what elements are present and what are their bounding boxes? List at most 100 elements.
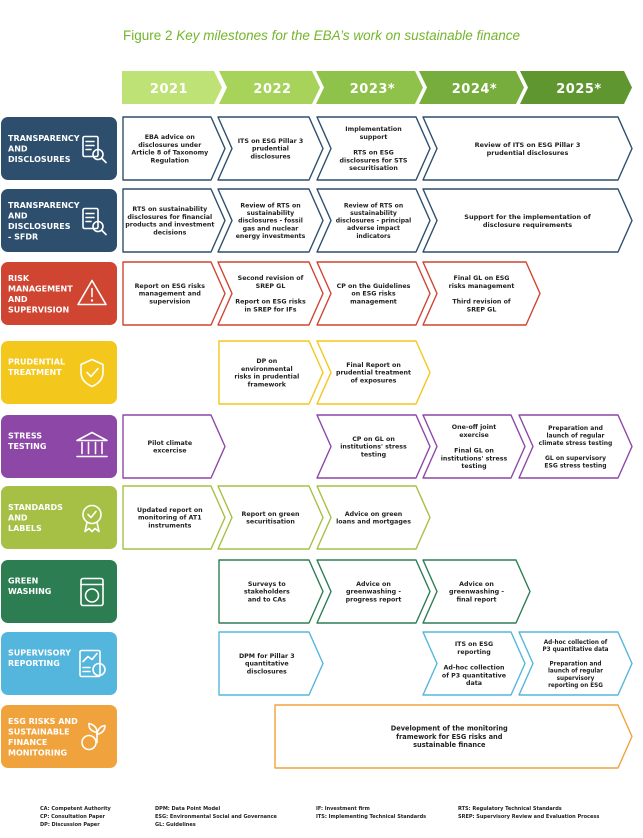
milestone-text: quantitative <box>245 661 289 668</box>
milestone-chevron <box>122 116 226 181</box>
milestone-text: Second revision of <box>238 275 304 282</box>
milestone-text: reporting on ESG <box>548 683 603 689</box>
milestone-text: Final GL on <box>454 448 494 455</box>
year-chevron <box>122 71 222 104</box>
milestone-text: of exposures <box>351 378 397 385</box>
milestone-text: disclosures for financial <box>127 214 212 221</box>
milestone-text: launch of regular <box>546 432 604 439</box>
milestone-text: testing <box>461 463 486 470</box>
legend-entry: CP: Consultation Paper <box>40 813 105 820</box>
milestone-text: Pilot climate <box>147 440 192 447</box>
category-label: SUPERVISORY <box>8 648 71 657</box>
category-tab <box>1 117 117 180</box>
category-tab <box>1 415 117 478</box>
milestone-text: ITS on ESG <box>455 641 493 648</box>
milestone-chevron <box>422 261 541 326</box>
category-label: WASHING <box>8 587 51 596</box>
milestone-text: Support for the implementation of <box>464 213 591 221</box>
milestone-text: securitisation <box>246 519 295 526</box>
category-tab <box>1 262 117 325</box>
milestone-text: of P3 quantitative <box>442 672 506 679</box>
category-label: TESTING <box>8 442 46 451</box>
category-label: AND <box>8 295 28 304</box>
milestone-text: DP on <box>256 358 277 365</box>
bank-icon <box>76 431 108 458</box>
milestone-text: data <box>466 680 482 687</box>
legend-entry: CA: Competent Authority <box>40 806 111 812</box>
milestone-text: supervision <box>149 299 190 306</box>
milestone-text: management <box>350 299 397 306</box>
milestone-text: adverse impact <box>347 225 400 232</box>
legend-col-3: IF: Investment firm ITS: Implementing Te… <box>316 806 426 822</box>
category-tab <box>1 341 117 404</box>
milestone-text: framework for ESG risks and <box>396 733 503 741</box>
milestone-chevron <box>422 414 526 479</box>
milestone-text: EBA advice on <box>145 134 195 141</box>
milestone-chevron <box>217 261 324 326</box>
category-label: ESG RISKS AND <box>8 717 78 726</box>
category-label: FINANCE <box>8 738 47 747</box>
category-label: DISCLOSURES <box>8 222 71 231</box>
milestone-chevron <box>122 188 226 253</box>
milestone-text: progress report <box>346 597 402 604</box>
milestone-text: SREP GL <box>467 306 497 313</box>
milestone-chevron <box>316 261 431 326</box>
milestone-chevron <box>122 485 226 550</box>
milestone-chevron <box>422 116 633 181</box>
milestone-text: disclosures <box>247 669 287 676</box>
milestone-text: Implementation <box>345 126 401 133</box>
milestone-text: climate stress testing <box>539 440 613 447</box>
milestone-chevron <box>518 414 633 479</box>
category-label: AND <box>8 514 28 523</box>
milestone-text: Review of ITS on ESG Pillar 3 <box>475 141 581 149</box>
milestone-chevron <box>217 485 324 550</box>
year-label: 2025* <box>556 82 601 97</box>
milestone-chevron <box>217 188 324 253</box>
milestone-text: sustainability <box>350 210 397 217</box>
category-label: TRANSPARENCY <box>8 134 80 143</box>
category-label: AND <box>8 145 28 154</box>
milestone-text: disclosures - principal <box>336 218 412 225</box>
milestone-text: DPM for Pillar 3 <box>239 653 295 660</box>
milestone-text: SREP GL <box>256 283 286 290</box>
category-label: LABELS <box>8 524 42 533</box>
legend-col-1: CA: Competent Authority CP: Consultation… <box>40 806 111 829</box>
year-label: 2023* <box>350 82 395 97</box>
milestone-text: Final GL on ESG <box>454 275 510 282</box>
milestone-text: Preparation and <box>550 661 602 667</box>
legend-entry: ITS: Implementing Technical Standards <box>316 813 427 820</box>
milestone-text: loans and mortgages <box>336 519 411 526</box>
row-esg: ESG RISKS ANDSUSTAINABLEFINANCEMONITORIN… <box>1 704 633 769</box>
milestone-text: Review of RTS on <box>240 202 300 209</box>
milestone-text: P3 quantitative data <box>542 647 608 653</box>
category-tab <box>1 486 117 549</box>
milestone-text: Updated report on <box>137 507 203 514</box>
category-label: STANDARDS <box>8 503 63 512</box>
milestone-text: Report on ESG risks <box>235 299 306 306</box>
milestone-text: Surveys to <box>248 581 287 588</box>
milestone-text: excercise <box>153 448 186 455</box>
milestone-chevron <box>217 116 324 181</box>
milestone-chevron <box>122 261 226 326</box>
milestone-text: framework <box>248 381 287 388</box>
milestone-text: instruments <box>148 523 191 530</box>
milestone-text: Advice on green <box>345 511 402 518</box>
year-chevron <box>316 71 423 104</box>
document-magnifier-icon <box>82 207 107 236</box>
milestone-text: and to CAs <box>248 597 286 604</box>
milestone-text: prudential disclosures <box>487 149 569 157</box>
category-label: GREEN <box>8 576 38 585</box>
washing-machine-icon <box>80 577 104 607</box>
milestone-text: stakeholders <box>244 589 290 596</box>
milestone-text: indicators <box>356 233 391 240</box>
milestone-chevron <box>218 340 324 405</box>
legend-col-2: DPM: Data Point Model ESG: Environmental… <box>155 806 277 829</box>
milestone-text: ESG stress testing <box>544 462 606 469</box>
milestone-chevron <box>274 704 633 769</box>
legend-entry: ESG: Environmental Social and Governance <box>155 813 277 820</box>
figure-caption: Key milestones for the EBA’s work on sus… <box>176 28 520 43</box>
